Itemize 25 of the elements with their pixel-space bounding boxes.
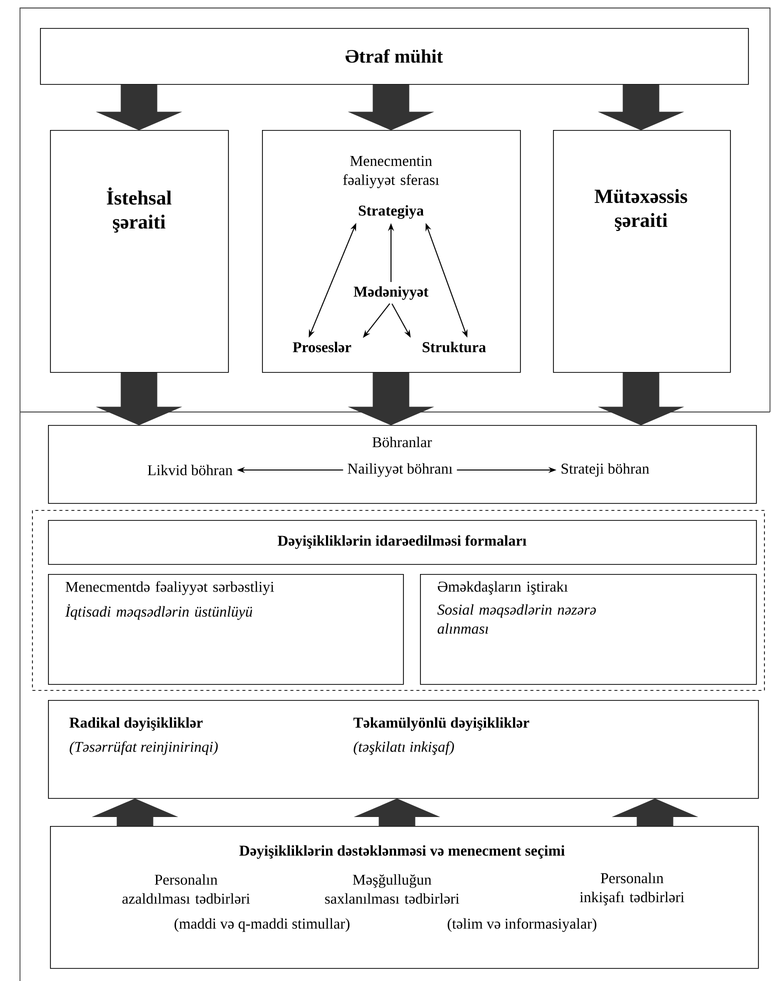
concept-label: Struktura	[422, 342, 486, 352]
concept-label: Mədəniyyət	[354, 286, 428, 300]
process-box: Dəyişikliklərin dəstəklənməsi və menecment seçimi Personalın azaldılması tədbirləri Məşğulluğun saxlanılması tədbirləri Personalın inkişafı tədbirləri (maddi və q-maddi stimullar) (təlim və informasiyalar)	[50, 826, 759, 969]
concept-label: Strategiya	[358, 205, 424, 219]
block-arrow	[96, 372, 182, 426]
process-box: Dəyişikliklərin idarəedilməsi formaları	[48, 520, 757, 565]
block-arrow	[96, 84, 182, 130]
banner-box: Ətraf mühit	[40, 28, 749, 85]
concept-label: Strateji böhran	[562, 463, 650, 477]
block-arrow	[598, 84, 684, 130]
block-arrow	[612, 798, 698, 826]
dashed-group-box	[32, 510, 765, 691]
block-arrow	[348, 372, 434, 426]
process-box: Radikal dəyişikliklər (Təsərrüfat reinjinirinqi) Təkamülyönlü dəyişikliklər (təşkilatı inkişaf)	[48, 700, 759, 799]
concept-label: Likvid böhran	[148, 464, 232, 476]
block-arrow	[348, 84, 434, 130]
process-box: Əməkdaşların iştirakı Sosial məqsədlərin nəzərə alınması	[420, 574, 757, 685]
block-arrow	[598, 372, 684, 426]
block-arrow	[92, 798, 178, 826]
concept-label: Nailiyyət böhranı	[348, 463, 452, 477]
concept-label: Proseslər	[292, 342, 352, 352]
process-box: Menecmentdə fəaliyyət sərbəstliyi İqtisadi məqsədlərin üstünlüyü	[48, 574, 404, 685]
process-box: Mütəxəssis şəraiti	[553, 130, 731, 373]
block-arrow	[354, 798, 440, 826]
process-box: İstehsal şəraiti	[50, 130, 229, 373]
